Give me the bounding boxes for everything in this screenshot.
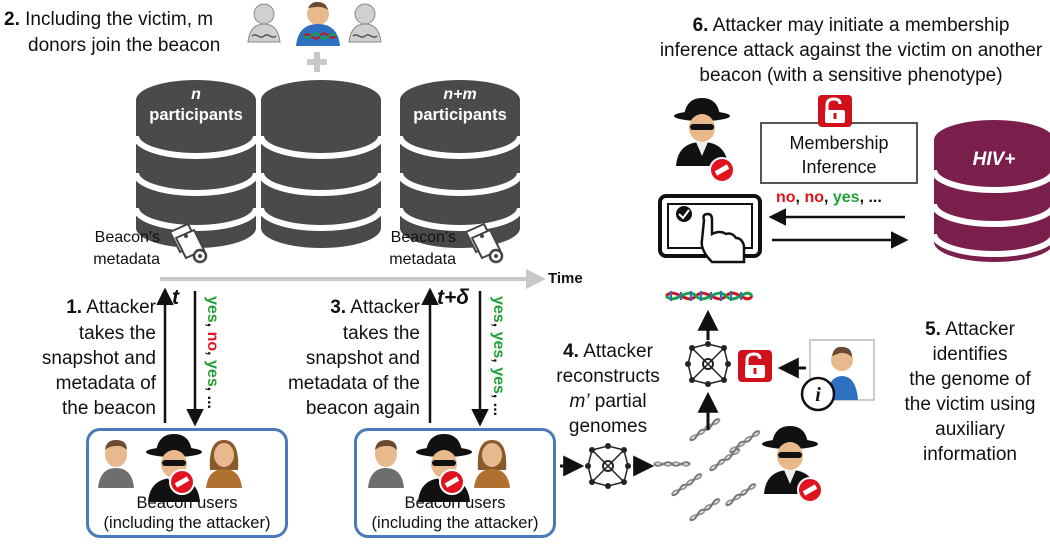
step6-line1-text: Attacker may initiate a membership [708, 15, 1010, 36]
answer-b: no [804, 189, 824, 206]
metadata-left-line1: Beacon's [94, 229, 160, 246]
step1-line3: snapshot and [41, 348, 156, 369]
users-box2-line1: Beacon users [404, 494, 506, 512]
step3-line4: metadata of the [287, 373, 420, 394]
response1-c: yes [204, 360, 221, 387]
db-right-var: n+m [443, 86, 477, 103]
step1-line5: the beacon [61, 398, 156, 419]
step5-line2: identifies [932, 344, 1008, 365]
step5-line1: 5. Attacker [890, 318, 1050, 341]
hiv-db-label: HIV+ [972, 149, 1016, 170]
response2-d: ... [490, 402, 507, 417]
step4-number: 4. [563, 341, 579, 362]
db-right-label: participants [413, 106, 507, 124]
users-box1-line1: Beacon users [136, 494, 238, 512]
step5-line5: auxiliary [935, 419, 1005, 440]
step5-line4: the victim using [904, 394, 1036, 415]
membership-line1: Membership [789, 133, 889, 153]
step2-line2: donors join the beacon [28, 35, 221, 56]
step2-line1: Including the victim, m [19, 9, 214, 30]
step3-line3: snapshot and [305, 348, 420, 369]
partial-genome-icon-6 [728, 428, 762, 455]
step6-line1: 6. Attacker may initiate a membership [652, 14, 1050, 37]
response2-b: yes [490, 331, 507, 359]
partial-genome-icon-5 [724, 481, 758, 508]
step6-line2: inference attack against the victim on a… [659, 40, 1043, 61]
answer-d: ... [868, 189, 882, 206]
partial-genome-icon-2 [670, 471, 704, 498]
network-icon-identify [684, 340, 732, 388]
step2-number: 2. [4, 9, 20, 30]
partial-genome-icon-7 [688, 416, 722, 443]
membership-inference-box: Membership Inference [760, 122, 918, 184]
plus-icon [307, 52, 327, 72]
step5-line1-text: Attacker [940, 319, 1015, 340]
step3-number: 3. [330, 297, 347, 318]
tablet-touch-icon [658, 194, 762, 264]
membership-line2: Inference [801, 157, 877, 177]
step3-line1: 3. Attacker [248, 296, 420, 319]
donor-icon-left [247, 3, 281, 43]
query-answers: no, no, yes, ... [776, 189, 882, 206]
beacon-db-donors [261, 80, 381, 248]
users-box1-line2: (including the attacker) [103, 514, 271, 532]
step4-line1-text: Attacker [578, 341, 653, 362]
step4-line1: 4. Attacker [548, 340, 668, 363]
db-left-label: participants [149, 106, 243, 124]
step4-partial: partial [589, 391, 647, 412]
step4-line3: m’ partial [548, 390, 668, 413]
step2-text-line1: 2. Including the victim, m [4, 8, 213, 31]
step4-line4: genomes [568, 416, 648, 437]
step1-number: 1. [66, 297, 83, 318]
step1-line4: metadata of [55, 373, 156, 394]
victim-donor-icon [296, 1, 340, 46]
step5-number: 5. [925, 319, 941, 340]
step3-line5: beacon again [305, 398, 420, 419]
svg-text:i: i [815, 384, 821, 406]
step5-line6: information [923, 444, 1017, 465]
responses-2: yes, yes, yes, ... [490, 296, 507, 417]
no-entry-icon-3 [797, 477, 823, 503]
partial-genome-icon-1 [653, 461, 691, 467]
partial-genome-icon-3 [688, 496, 722, 523]
time-label: Time [548, 270, 583, 287]
network-icon-reconstruct [584, 442, 632, 490]
response2-c: yes [490, 367, 507, 394]
answer-c: yes [832, 189, 860, 206]
response1-a: yes [204, 296, 221, 323]
step3-line2: takes the [342, 323, 420, 344]
metadata-left-line2: metadata [93, 251, 160, 268]
victim-genome-dna-icon [664, 291, 754, 301]
step1-line1: 1. Attacker [0, 296, 156, 319]
time-t: t [172, 286, 179, 309]
step1-line1-text: Attacker [82, 297, 156, 318]
hiv-beacon-db [931, 120, 1050, 262]
responses-1: yes, no, yes, ... [204, 296, 221, 409]
metadata-right-line1: Beacon's [390, 229, 456, 246]
attacker-spy-icon-4 [674, 98, 730, 166]
step3-line1-text: Attacker [346, 297, 420, 318]
no-entry-icon-4 [709, 157, 735, 183]
step1-line2: takes the [78, 323, 156, 344]
response1-b: no [204, 331, 221, 352]
metadata-right-line2: metadata [389, 251, 456, 268]
db-left-var: n [191, 86, 201, 103]
response2-a: yes [490, 296, 507, 323]
step5-line3: the genome of [909, 369, 1031, 390]
answer-a: no [776, 189, 796, 206]
step4-m-prime: m’ [569, 391, 590, 412]
padlock-open-icon-1 [736, 348, 774, 384]
response1-d: ... [204, 395, 221, 409]
users-box2-line2: (including the attacker) [371, 514, 539, 532]
step6-number: 6. [692, 15, 709, 36]
step6-line3: beacon (with a sensitive phenotype) [699, 65, 1003, 86]
time-t-delta: t+δ [437, 286, 470, 309]
victim-aux-info-icon: i [800, 339, 875, 412]
donor-icon-right [348, 3, 382, 43]
beacon-users-box-1: Beacon users (including the attacker) [86, 428, 288, 538]
beacon-users-box-2: Beacon users (including the attacker) [354, 428, 556, 538]
partial-genome-icon-4 [708, 446, 742, 473]
step4-line2: reconstructs [556, 366, 660, 387]
